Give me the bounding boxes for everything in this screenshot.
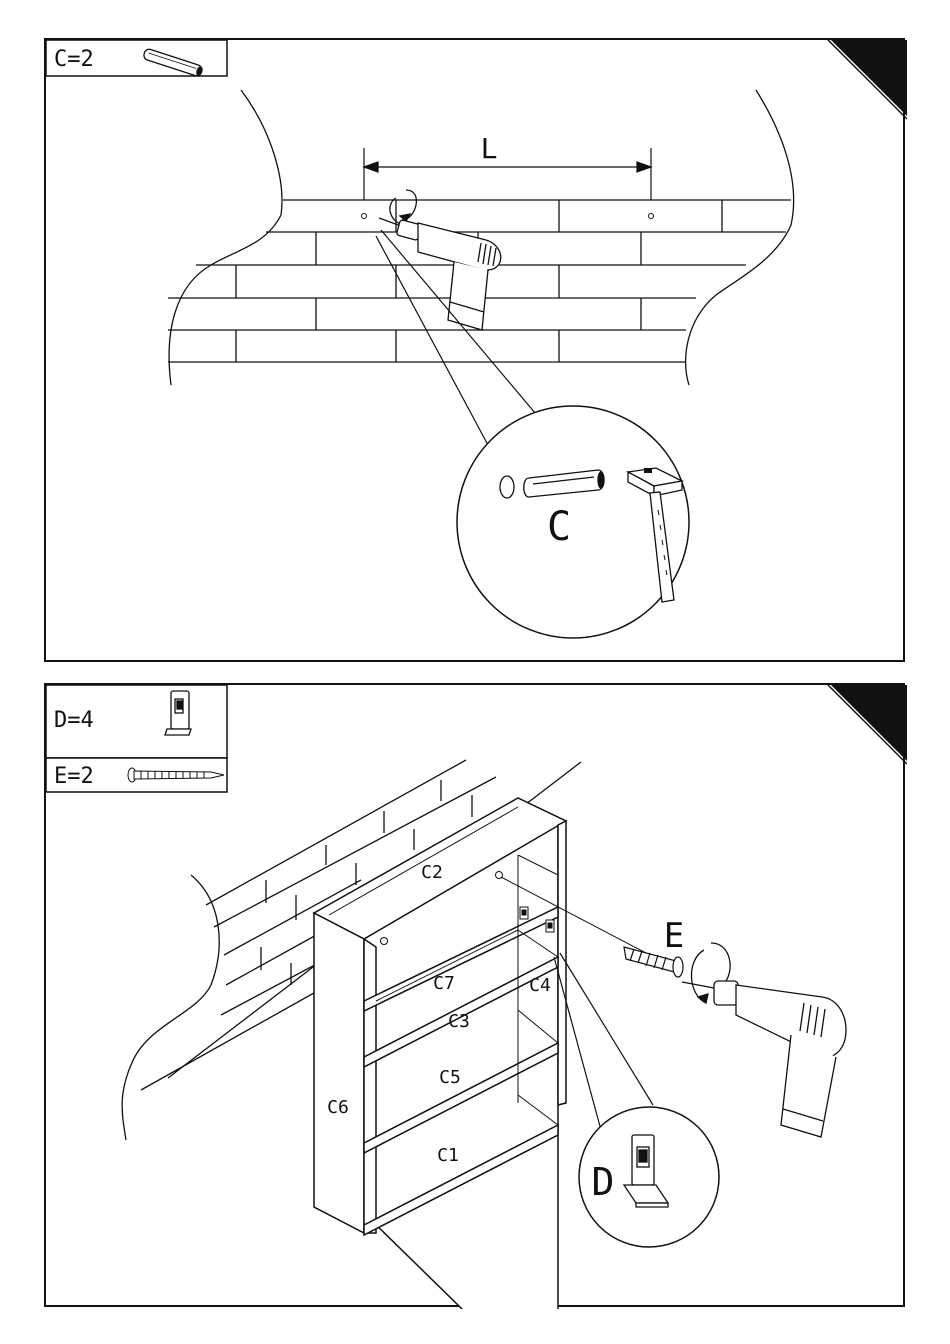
label-c4: C4: [529, 975, 551, 996]
callout-label: D: [592, 1160, 615, 1204]
step-corner-tab: [831, 40, 907, 116]
step-corner-tab: [831, 685, 907, 761]
step-2-panel: D=4 E=2: [44, 683, 905, 1307]
step-1-panel: C=2: [44, 38, 905, 662]
label-c1: C1: [437, 1145, 459, 1166]
callout-label: C: [547, 504, 571, 550]
parts-box-label-d: D=4: [54, 708, 94, 733]
drill-hole-right: [649, 214, 654, 219]
label-c3: C3: [448, 1011, 470, 1032]
parts-box-label-e: E=2: [54, 764, 94, 789]
label-c5: C5: [439, 1067, 461, 1088]
label-c2: C2: [421, 862, 443, 883]
label-c7: C7: [433, 973, 455, 994]
step-2-drawing: D=4 E=2: [46, 685, 907, 1309]
dimension-label: L: [481, 132, 498, 165]
label-c6: C6: [327, 1097, 349, 1118]
step-1-drawing: C=2: [46, 40, 907, 664]
drill-icon: [682, 943, 846, 1137]
dimension-line: [364, 148, 651, 200]
cabinet-hole-left: [381, 938, 388, 945]
drill-icon: [379, 190, 501, 330]
screw-label: E: [664, 916, 684, 956]
parts-box-label: C=2: [54, 47, 94, 72]
drill-hole-left: [362, 214, 367, 219]
